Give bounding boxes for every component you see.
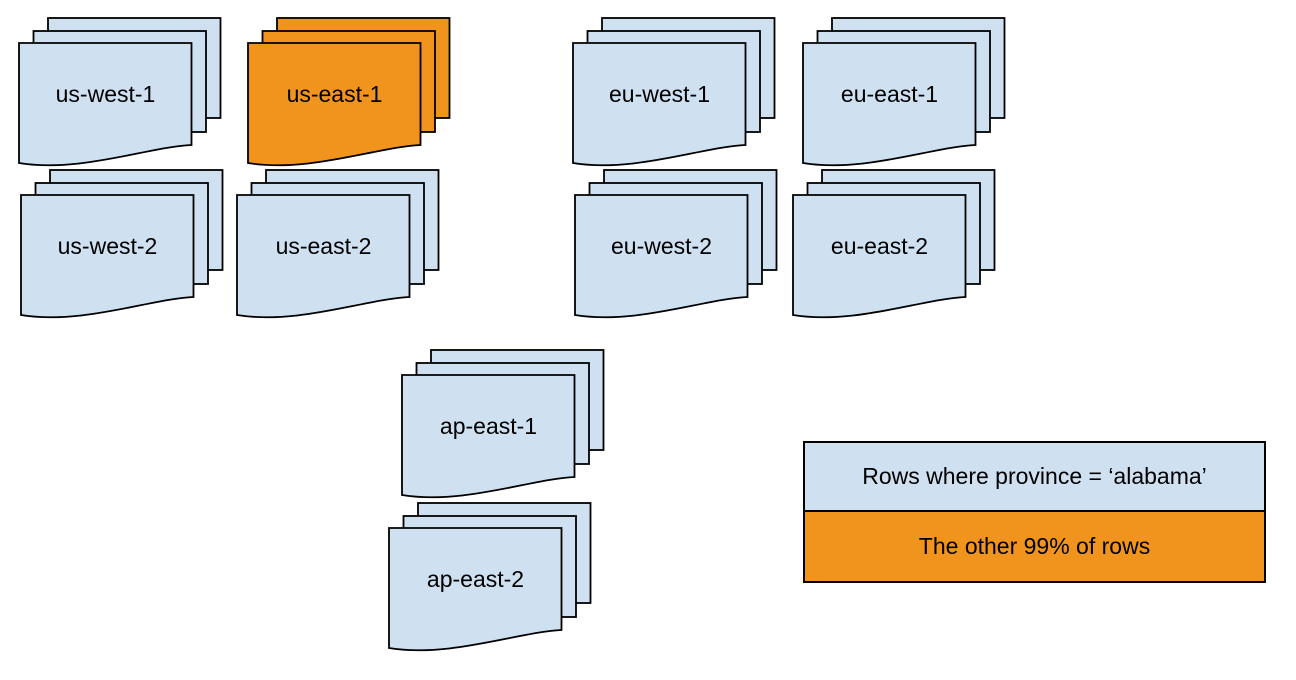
region-label: eu-west-2 xyxy=(611,232,712,259)
region-label: us-west-1 xyxy=(55,80,156,107)
region-label: eu-east-1 xyxy=(840,80,939,107)
document-page-front xyxy=(792,194,967,319)
legend-item-label: Rows where province = ‘alabama’ xyxy=(862,463,1207,489)
region-stack: eu-west-2 xyxy=(574,169,778,323)
legend-item: Rows where province = ‘alabama’ xyxy=(805,443,1264,512)
document-page-front xyxy=(20,194,195,319)
region-stack: ap-east-2 xyxy=(388,502,592,656)
document-page-front xyxy=(401,374,576,499)
region-stack: eu-west-1 xyxy=(572,17,776,171)
document-stack-icon xyxy=(802,17,1006,167)
document-page-front xyxy=(802,42,977,167)
region-label: ap-east-1 xyxy=(439,412,538,439)
region-label: eu-east-2 xyxy=(830,232,929,259)
region-label: us-west-2 xyxy=(57,232,158,259)
document-page-front xyxy=(572,42,747,167)
region-stack: us-west-1 xyxy=(18,17,222,171)
document-stack-icon xyxy=(236,169,440,319)
document-stack-icon xyxy=(18,17,222,167)
document-page-front xyxy=(236,194,411,319)
region-label: eu-west-1 xyxy=(609,80,710,107)
region-label: us-east-1 xyxy=(286,80,383,107)
region-label: us-east-2 xyxy=(275,232,372,259)
region-label: ap-east-2 xyxy=(426,565,525,592)
document-stack-icon xyxy=(572,17,776,167)
document-stack-icon xyxy=(247,17,451,167)
legend-item: The other 99% of rows xyxy=(805,512,1264,581)
document-stack-icon xyxy=(20,169,224,319)
legend: Rows where province = ‘alabama’ The other… xyxy=(803,441,1266,583)
document-page-front xyxy=(247,42,422,167)
document-stack-icon xyxy=(401,349,605,499)
document-stack-icon xyxy=(574,169,778,319)
document-page-front xyxy=(574,194,749,319)
document-stack-icon xyxy=(388,502,592,652)
region-stack: eu-east-2 xyxy=(792,169,996,323)
document-page-front xyxy=(18,42,193,167)
region-stack: us-west-2 xyxy=(20,169,224,323)
legend-item-label: The other 99% of rows xyxy=(918,533,1151,559)
document-stack-icon xyxy=(792,169,996,319)
region-stack: us-east-1 xyxy=(247,17,451,171)
region-stack: ap-east-1 xyxy=(401,349,605,503)
region-stack: eu-east-1 xyxy=(802,17,1006,171)
document-page-front xyxy=(388,527,563,652)
region-stack: us-east-2 xyxy=(236,169,440,323)
